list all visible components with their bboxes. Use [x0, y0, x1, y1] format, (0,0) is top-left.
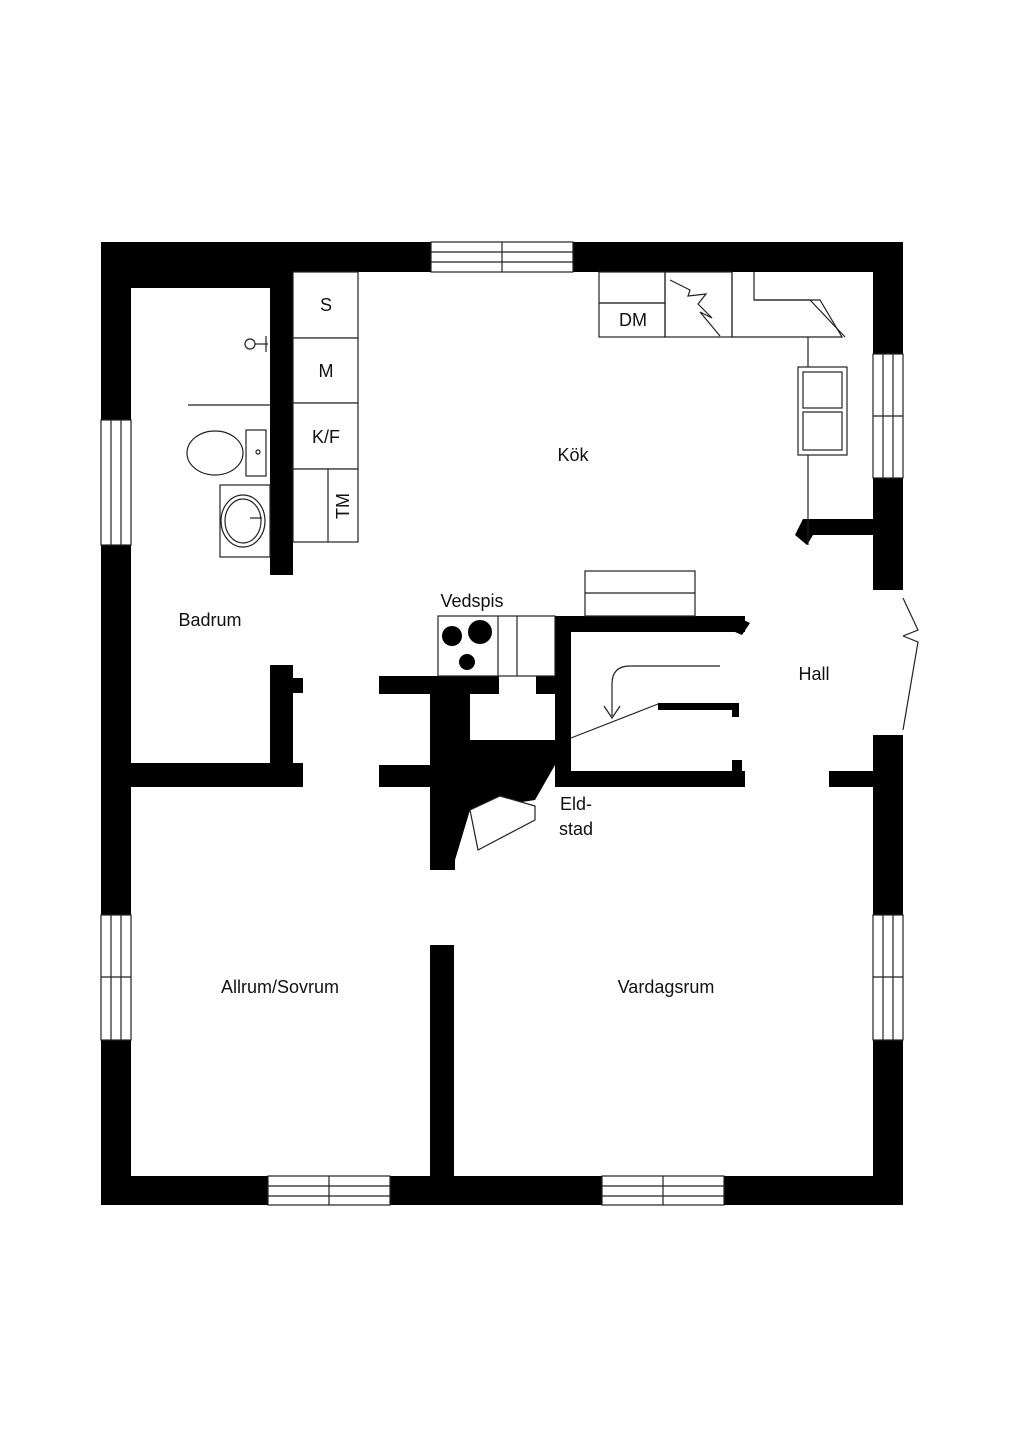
entrance-door: [902, 597, 919, 731]
wall-chimney-left: [379, 765, 439, 787]
cabinet-tm-block: [292, 468, 359, 543]
fireplace-eldstad: [469, 795, 536, 851]
wood-stove-vedspis: [437, 615, 556, 677]
wall-left-3: [101, 1040, 131, 1205]
kitchen-sink: [797, 366, 848, 456]
wall-hall-top: [795, 519, 873, 545]
wall-bottom-2: [390, 1176, 602, 1205]
label-hall: Hall: [798, 664, 829, 684]
wall-right-4: [873, 1040, 903, 1205]
label-cabinet-tm: TM: [333, 493, 353, 519]
chimney-mass: [430, 676, 555, 870]
wall-left-2: [101, 545, 131, 915]
wall-stair-top: [555, 616, 745, 632]
wall-right-1: [873, 242, 903, 354]
label-kok: Kök: [557, 445, 589, 465]
staircase: [570, 665, 720, 739]
wall-bath-bottom: [131, 763, 303, 787]
wall-bath-kitchen: [270, 272, 293, 575]
label-eldstad-1: Eld-: [560, 794, 592, 814]
wall-top-left: [101, 242, 431, 272]
kitchen-cabinets-left: [292, 271, 359, 543]
cabinet-m: [292, 337, 359, 404]
window-bottom-right: [601, 1175, 725, 1206]
washbasin-icon: [219, 484, 271, 558]
label-allrum-sovrum: Allrum/Sovrum: [221, 977, 339, 997]
wall-hall-bottom: [829, 771, 873, 787]
wall-living-divider: [430, 945, 454, 1176]
window-top: [430, 241, 574, 273]
window-right-upper: [872, 353, 904, 479]
wall-top-right: [573, 242, 903, 272]
wall-bath-top: [131, 272, 293, 288]
shower-head-icon: [244, 336, 268, 352]
label-cabinet-m: M: [319, 361, 334, 381]
bench: [584, 570, 696, 617]
wall-stair-bottom: [555, 771, 745, 787]
wall-stair-left: [555, 616, 571, 787]
wall-left-1: [101, 242, 131, 420]
window-left-lower: [100, 914, 132, 1041]
label-eldstad-2: stad: [559, 819, 593, 839]
interior-walls: [131, 272, 885, 1176]
outer-walls: [101, 242, 903, 1205]
label-dishwasher: DM: [619, 310, 647, 330]
label-vardagsrum: Vardagsrum: [618, 977, 715, 997]
wall-bath-lower-right: [270, 665, 293, 787]
windows: [100, 241, 904, 1206]
window-bottom-left: [267, 1175, 391, 1206]
label-cabinet-kf: K/F: [312, 427, 340, 447]
label-badrum: Badrum: [178, 610, 241, 630]
toilet-icon: [186, 429, 267, 477]
fixture-labels: Vedspis Eld- stad S M K/F TM DM: [312, 295, 647, 839]
room-labels: Kök Badrum Hall Allrum/Sovrum Vardagsrum: [178, 445, 829, 997]
label-vedspis: Vedspis: [440, 591, 503, 611]
wall-right-2: [873, 478, 903, 590]
window-left-upper: [100, 419, 132, 546]
label-cabinet-s: S: [320, 295, 332, 315]
bathroom-fixtures: [186, 336, 271, 558]
window-right-lower: [872, 914, 904, 1041]
